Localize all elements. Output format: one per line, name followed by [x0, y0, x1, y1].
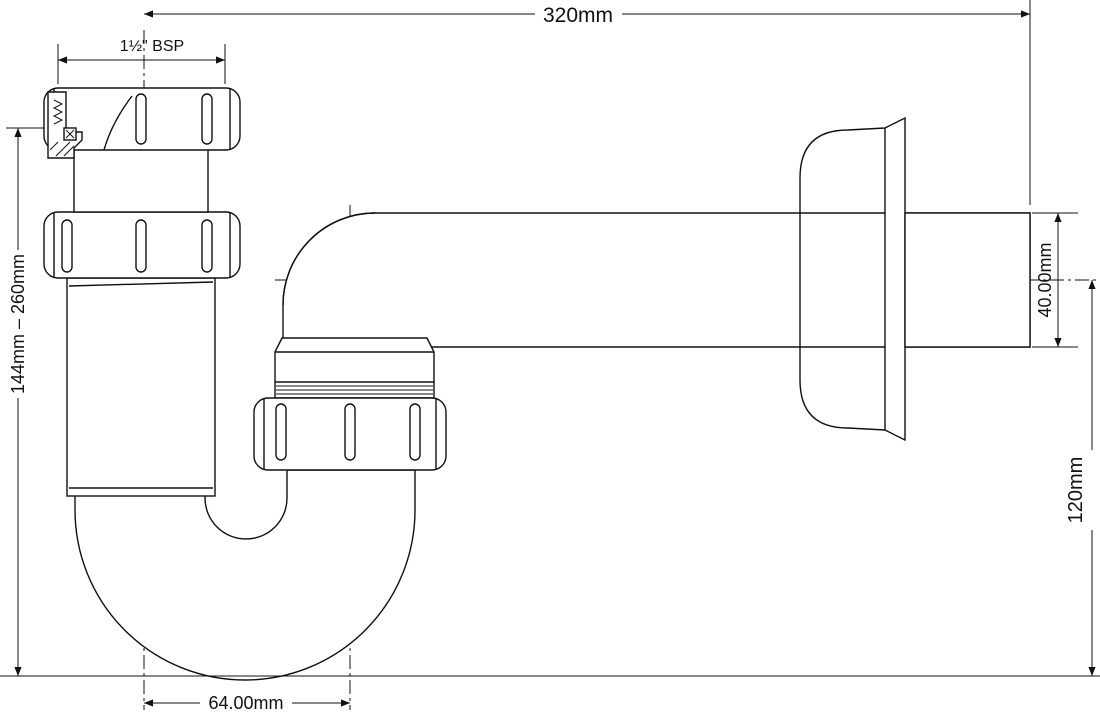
wall-rosette [799, 116, 1031, 442]
dimension-thread-size: 1½" BSP [57, 38, 226, 84]
pipe-diameter-label: 40.00mm [1035, 242, 1055, 317]
u-bend [74, 469, 416, 681]
thread-size-label: 1½" BSP [120, 38, 184, 55]
outlet-height-label: 120mm [1065, 457, 1087, 524]
overall-width-label: 320mm [543, 4, 613, 27]
neck-tube [73, 147, 209, 213]
lower-slip-nut [253, 397, 447, 471]
dimension-trap-offset: 64.00mm [144, 693, 350, 713]
dimension-outlet-height: 120mm [1065, 280, 1096, 676]
top-coupling-nut [43, 87, 241, 159]
dimension-overall-width: 320mm [144, 0, 1031, 205]
dimension-height-range: 144mm – 260mm [0, 127, 1100, 677]
tail-tube [66, 277, 216, 497]
trap-assembly [43, 87, 1031, 681]
height-range-label: 144mm – 260mm [8, 254, 28, 394]
trap-offset-label: 64.00mm [208, 693, 283, 713]
section-hatching [47, 91, 83, 159]
dimension-pipe-diameter: 40.00mm [1032, 212, 1078, 348]
upper-slip-nut [43, 211, 241, 279]
threaded-riser [274, 337, 435, 399]
